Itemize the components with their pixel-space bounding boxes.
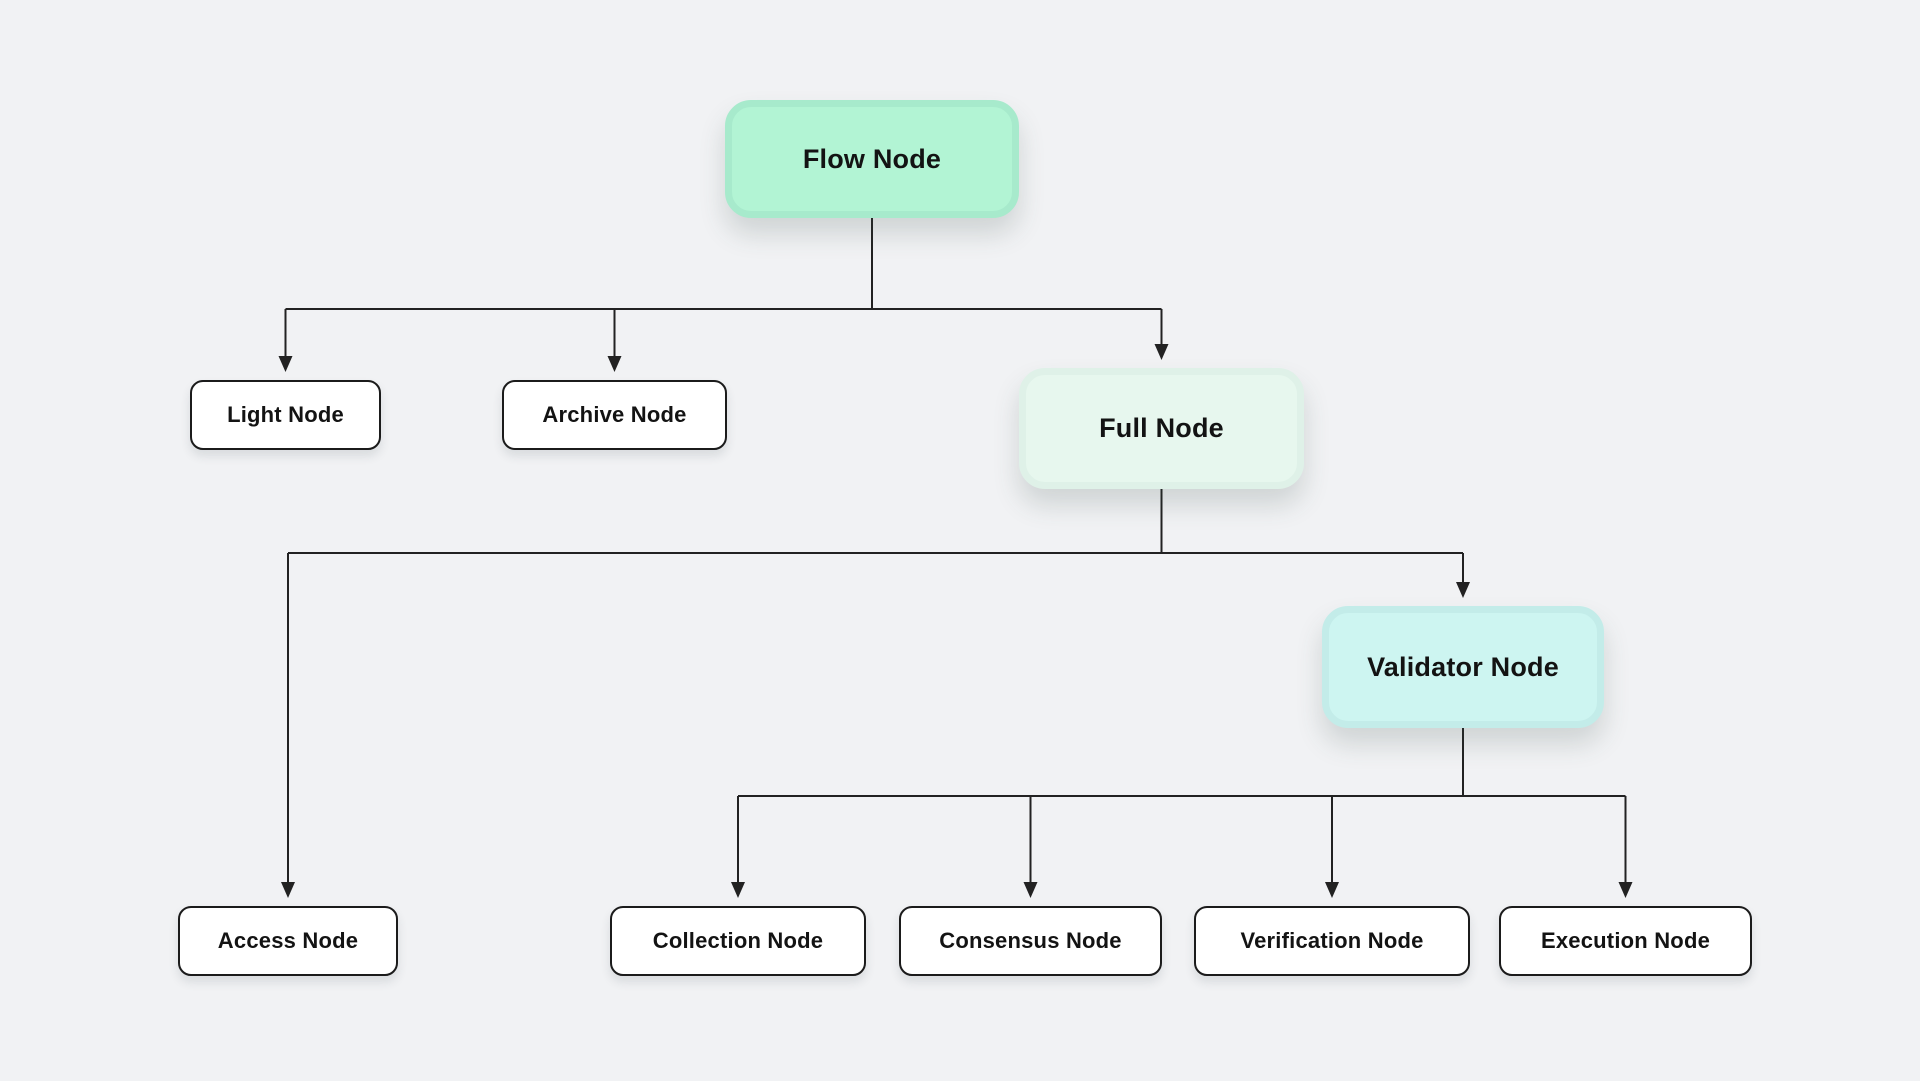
node-validator: Validator Node <box>1322 606 1604 728</box>
node-validator-label: Validator Node <box>1367 651 1559 682</box>
node-consensus-label: Consensus Node <box>939 928 1122 953</box>
node-archive: Archive Node <box>502 380 727 450</box>
node-full: Full Node <box>1019 368 1304 489</box>
node-verification: Verification Node <box>1194 906 1470 976</box>
node-verification-label: Verification Node <box>1240 928 1424 953</box>
node-full-label: Full Node <box>1099 413 1224 443</box>
node-light-label: Light Node <box>227 402 344 427</box>
node-execution: Execution Node <box>1499 906 1752 976</box>
node-consensus: Consensus Node <box>899 906 1162 976</box>
node-flow-label: Flow Node <box>802 143 942 174</box>
node-archive-label: Archive Node <box>542 402 687 427</box>
node-collection-label: Collection Node <box>652 928 824 953</box>
node-access-label: Access Node <box>217 928 359 953</box>
node-flow: Flow Node <box>725 100 1019 218</box>
node-access: Access Node <box>178 906 398 976</box>
node-execution-label: Execution Node <box>1540 928 1711 953</box>
node-collection: Collection Node <box>610 906 866 976</box>
node-light: Light Node <box>190 380 381 450</box>
